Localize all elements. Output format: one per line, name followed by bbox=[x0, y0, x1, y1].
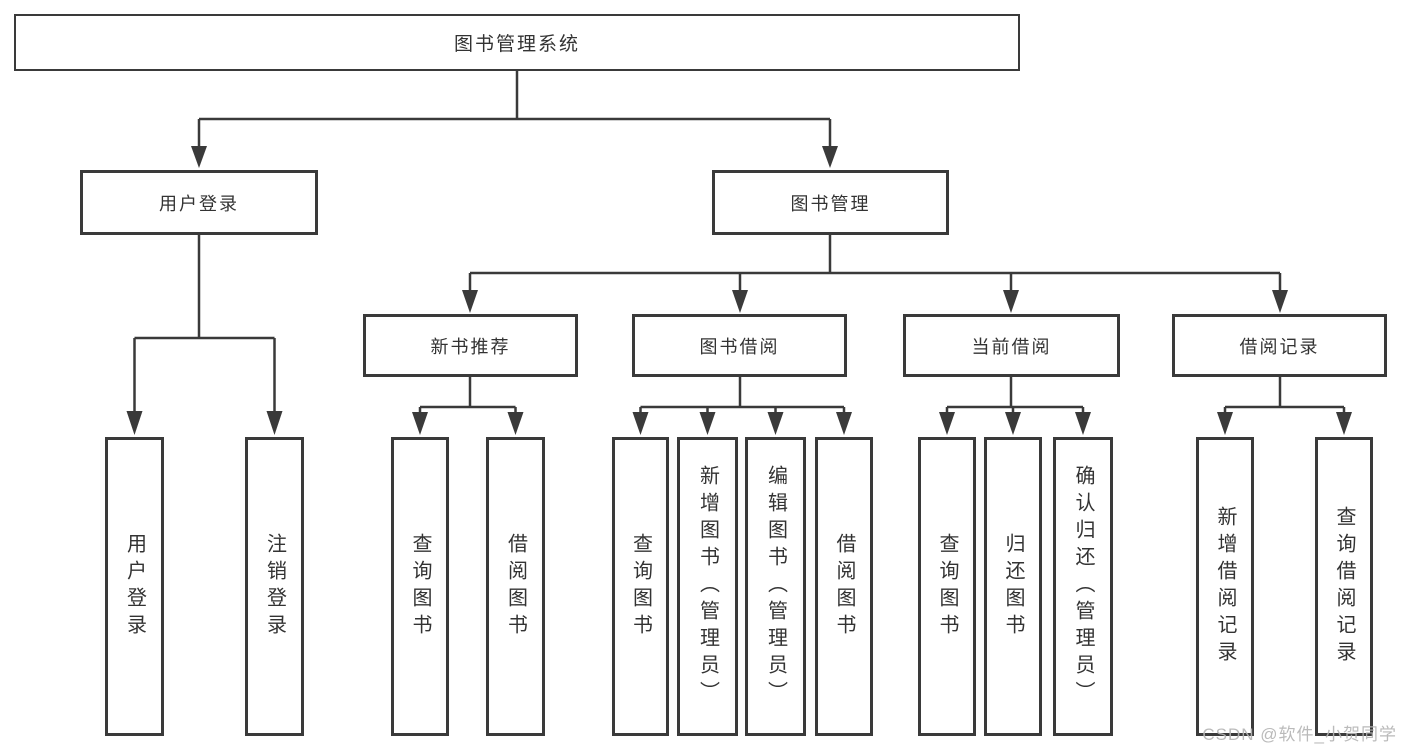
node-library-system: 图书管理系统 bbox=[14, 14, 1020, 71]
leaf-current-confirm-return-admin: 确认归还（管理员） bbox=[1053, 437, 1113, 736]
node-label: 用户登录 bbox=[159, 193, 239, 214]
leaf-user-login: 用户登录 bbox=[105, 437, 164, 736]
node-label: 编辑图书（管理员） bbox=[764, 465, 787, 708]
node-label: 图书管理系统 bbox=[453, 34, 580, 55]
node-label: 当前借阅 bbox=[971, 336, 1052, 357]
node-label: 新书推荐 bbox=[430, 336, 511, 357]
leaf-records-add-record: 新增借阅记录 bbox=[1196, 437, 1254, 736]
node-label: 图书借阅 bbox=[699, 336, 780, 357]
node-label: 查询图书 bbox=[936, 532, 958, 641]
leaf-borrowing-borrow-books: 借阅图书 bbox=[815, 437, 873, 736]
node-label: 借阅图书 bbox=[504, 532, 527, 641]
node-label: 用户登录 bbox=[123, 532, 146, 641]
leaf-borrowing-query-books: 查询图书 bbox=[612, 437, 669, 736]
node-label: 借阅图书 bbox=[833, 532, 855, 641]
node-label: 图书管理 bbox=[790, 193, 871, 214]
leaf-borrowing-edit-books-admin: 编辑图书（管理员） bbox=[745, 437, 806, 736]
node-label: 借阅记录 bbox=[1239, 336, 1320, 357]
node-label: 新增借阅记录 bbox=[1214, 505, 1236, 668]
node-book-management: 图书管理 bbox=[712, 170, 949, 235]
leaf-newbook-query-books: 查询图书 bbox=[391, 437, 449, 736]
csdn-watermark: CSDN @软件_小贺同学 bbox=[1202, 725, 1397, 744]
leaf-borrowing-add-books-admin: 新增图书（管理员） bbox=[677, 437, 738, 736]
node-borrowing-records: 借阅记录 bbox=[1172, 314, 1387, 377]
node-current-borrowing: 当前借阅 bbox=[903, 314, 1120, 377]
node-label: 注销登录 bbox=[263, 532, 286, 641]
leaf-newbook-borrow-books: 借阅图书 bbox=[486, 437, 545, 736]
node-new-book-recommend: 新书推荐 bbox=[363, 314, 578, 377]
node-user-login: 用户登录 bbox=[80, 170, 318, 235]
leaf-current-query-books: 查询图书 bbox=[918, 437, 976, 736]
node-label: 查询图书 bbox=[629, 532, 652, 641]
node-label: 查询图书 bbox=[409, 532, 431, 641]
node-label: 归还图书 bbox=[1002, 532, 1024, 641]
node-label: 新增图书（管理员） bbox=[696, 465, 719, 708]
leaf-records-query-record: 查询借阅记录 bbox=[1315, 437, 1373, 736]
leaf-current-return-books: 归还图书 bbox=[984, 437, 1042, 736]
node-book-borrowing: 图书借阅 bbox=[632, 314, 847, 377]
node-label: 确认归还（管理员） bbox=[1072, 465, 1094, 708]
node-label: 查询借阅记录 bbox=[1333, 505, 1355, 668]
leaf-logout: 注销登录 bbox=[245, 437, 304, 736]
